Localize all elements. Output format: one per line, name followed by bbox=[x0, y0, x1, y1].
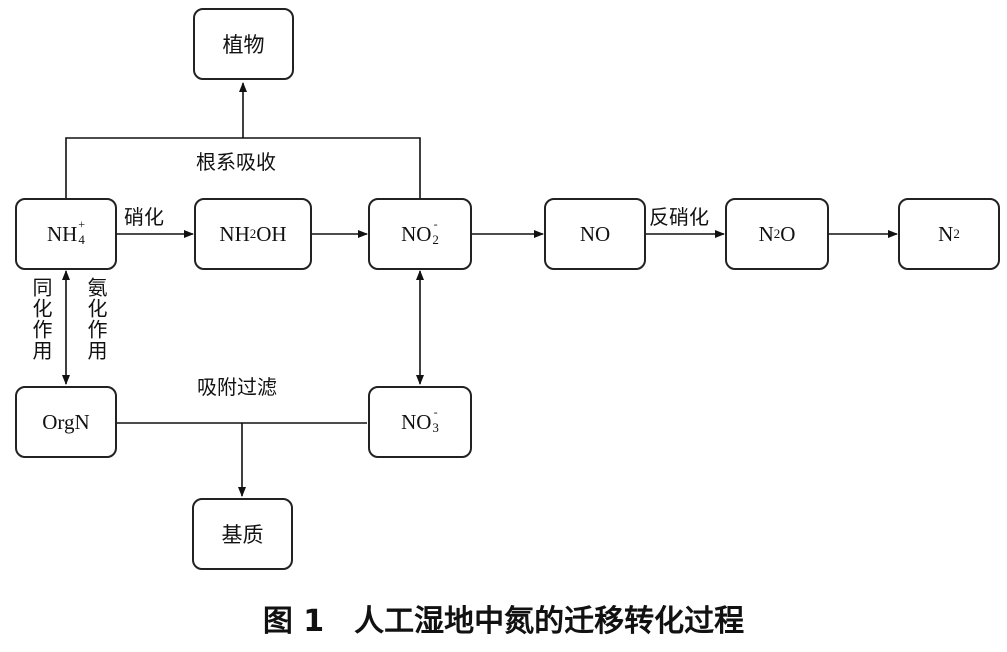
node-plant: 植物 bbox=[193, 8, 294, 80]
label-nitrification: 硝化 bbox=[124, 205, 164, 229]
label-root-uptake: 根系吸收 bbox=[196, 150, 276, 174]
label-denitrification: 反硝化 bbox=[649, 205, 709, 229]
node-no3-subscript: 3 bbox=[432, 420, 439, 435]
node-nh4: NH+4 bbox=[15, 198, 117, 270]
node-n2o-subscript: 2 bbox=[773, 226, 781, 241]
node-n2-subscript: 2 bbox=[953, 226, 960, 241]
node-n2-a: N bbox=[938, 221, 954, 246]
node-no3: NO-3 bbox=[368, 386, 472, 458]
node-substrate: 基质 bbox=[192, 498, 293, 570]
node-nh4-base: NH bbox=[46, 221, 78, 246]
node-no2-charge: - bbox=[433, 217, 438, 231]
node-n2o-a: N bbox=[758, 221, 774, 246]
node-plant-label: 植物 bbox=[222, 33, 265, 57]
node-no-label: NO bbox=[579, 221, 611, 246]
node-no2: NO-2 bbox=[368, 198, 472, 270]
node-nh2oh-a: NH bbox=[219, 221, 250, 246]
node-nh4-charge: + bbox=[78, 217, 86, 231]
node-substrate-label: 基质 bbox=[221, 523, 264, 547]
node-no2-base: NO bbox=[401, 221, 432, 246]
node-nh2oh-b: OH bbox=[256, 221, 287, 246]
node-n2o-b: O bbox=[780, 221, 796, 246]
node-no: NO bbox=[544, 198, 646, 270]
node-no3-base: NO bbox=[401, 409, 432, 434]
label-ammonification: 氨化作用 bbox=[84, 277, 108, 361]
node-orgn-label: OrgN bbox=[42, 409, 90, 434]
node-no2-subscript: 2 bbox=[432, 232, 439, 247]
figure-caption: 图 1 人工湿地中氮的迁移转化过程 bbox=[262, 604, 745, 639]
label-assimilation: 同化作用 bbox=[29, 277, 53, 361]
node-orgn: OrgN bbox=[15, 386, 117, 458]
node-nh4-subscript: 4 bbox=[78, 232, 85, 247]
label-adsorption-filtration: 吸附过滤 bbox=[197, 375, 277, 399]
node-nh2oh-subscript: 2 bbox=[249, 226, 257, 241]
node-no3-charge: - bbox=[433, 405, 438, 419]
